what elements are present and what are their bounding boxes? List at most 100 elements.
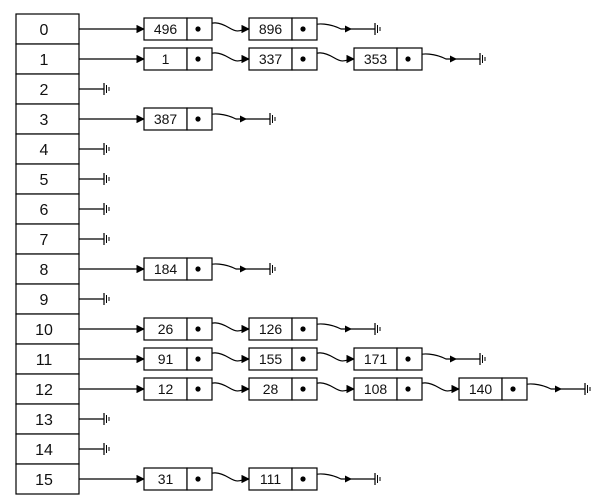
- bucket-index-label: 13: [35, 412, 53, 429]
- list-node: 337: [248, 47, 318, 71]
- pointer-dot-icon: [405, 386, 411, 392]
- arrowhead-icon: [345, 325, 352, 333]
- bucket-index-label: 6: [40, 202, 49, 219]
- pointer-dot-icon: [405, 56, 411, 62]
- node-value-label: 337: [259, 51, 283, 67]
- pointer-dot-icon: [195, 326, 201, 332]
- bucket-index-label: 15: [35, 472, 53, 489]
- bucket-index-label: 10: [35, 322, 53, 339]
- pointer-dot-icon: [405, 356, 411, 362]
- arrowhead-icon: [345, 475, 352, 483]
- bucket-cell: 5: [15, 163, 80, 195]
- node-value-label: 111: [260, 471, 281, 487]
- bucket-index-label: 8: [40, 262, 49, 279]
- pointer-dot-icon: [195, 56, 201, 62]
- node-value-label: 496: [154, 21, 178, 37]
- bucket-cell: 1: [15, 43, 80, 75]
- list-node: 896: [248, 17, 318, 41]
- bucket-cell: 6: [15, 193, 80, 225]
- null-terminator-icon: [103, 443, 110, 455]
- bucket-cell: 9: [15, 283, 80, 315]
- bucket-cell: 0: [15, 13, 80, 45]
- list-node: 184: [143, 257, 213, 281]
- pointer-dot-icon: [195, 386, 201, 392]
- pointer-dot-icon: [510, 386, 516, 392]
- pointer-dot-icon: [300, 326, 306, 332]
- list-node: 353: [353, 47, 423, 71]
- node-value-label: 26: [158, 321, 174, 337]
- bucket-cell: 4: [15, 133, 80, 165]
- node-value-label: 171: [364, 351, 388, 367]
- pointer-dot-icon: [195, 26, 201, 32]
- bucket-cell: 2: [15, 73, 80, 105]
- arrowhead-icon: [240, 115, 247, 123]
- connectors-layer: [79, 22, 591, 485]
- bucket-cell: 8: [15, 253, 80, 285]
- arrowhead-icon: [450, 55, 457, 63]
- null-terminator-icon: [479, 353, 486, 365]
- pointer-dot-icon: [195, 476, 201, 482]
- list-node: 111: [248, 467, 318, 491]
- bucket-index-label: 1: [40, 52, 49, 69]
- bucket-cell: 7: [15, 223, 80, 255]
- bucket-index-label: 5: [40, 172, 49, 189]
- null-terminator-icon: [103, 293, 110, 305]
- pointer-dot-icon: [300, 356, 306, 362]
- bucket-cell: 10: [15, 313, 80, 345]
- node-value-label: 1: [162, 51, 170, 67]
- null-terminator-icon: [103, 83, 110, 95]
- bucket-cell: 15: [15, 463, 80, 495]
- list-node: 140: [458, 377, 528, 401]
- null-terminator-icon: [103, 413, 110, 425]
- node-value-label: 387: [154, 111, 178, 127]
- pointer-dot-icon: [195, 266, 201, 272]
- list-node: 1: [143, 47, 213, 71]
- pointer-dot-icon: [195, 116, 201, 122]
- arrowhead-icon: [450, 355, 457, 363]
- null-terminator-icon: [103, 143, 110, 155]
- bucket-index-label: 2: [40, 82, 49, 99]
- bucket-index-label: 9: [40, 292, 49, 309]
- bucket-index-label: 7: [40, 232, 49, 249]
- node-value-label: 12: [158, 381, 174, 397]
- arrowhead-icon: [555, 385, 562, 393]
- null-terminator-icon: [479, 53, 486, 65]
- arrowhead-icon: [240, 265, 247, 273]
- node-value-label: 353: [364, 51, 388, 67]
- list-node: 126: [248, 317, 318, 341]
- null-terminator-icon: [374, 323, 381, 335]
- pointer-dot-icon: [300, 476, 306, 482]
- list-node: 387: [143, 107, 213, 131]
- node-value-label: 140: [469, 381, 493, 397]
- list-node: 26: [143, 317, 213, 341]
- null-terminator-icon: [374, 473, 381, 485]
- list-node: 91: [143, 347, 213, 371]
- node-value-label: 896: [259, 21, 283, 37]
- null-terminator-icon: [584, 383, 591, 395]
- node-value-label: 28: [263, 381, 279, 397]
- null-terminator-icon: [103, 233, 110, 245]
- pointer-dot-icon: [300, 386, 306, 392]
- pointer-dot-icon: [300, 26, 306, 32]
- node-value-label: 155: [259, 351, 283, 367]
- bucket-index-label: 14: [35, 442, 53, 459]
- list-node: 155: [248, 347, 318, 371]
- arrowhead-icon: [345, 25, 352, 33]
- bucket-cell: 11: [15, 343, 80, 375]
- bucket-index-label: 0: [40, 22, 49, 39]
- bucket-index-label: 12: [35, 382, 53, 399]
- node-value-label: 91: [158, 351, 174, 367]
- node-value-label: 126: [259, 321, 283, 337]
- node-value-label: 184: [154, 261, 178, 277]
- node-value-label: 31: [158, 471, 174, 487]
- chain-nodes-layer: 496 896 1 337 353 387 184 26 126 91 155 171 12 28 108 1…: [143, 17, 528, 491]
- bucket-cell: 12: [15, 373, 80, 405]
- bucket-cell: 13: [15, 403, 80, 435]
- list-node: 31: [143, 467, 213, 491]
- list-node: 28: [248, 377, 318, 401]
- bucket-cell: 3: [15, 103, 80, 135]
- list-node: 171: [353, 347, 423, 371]
- node-value-label: 108: [364, 381, 388, 397]
